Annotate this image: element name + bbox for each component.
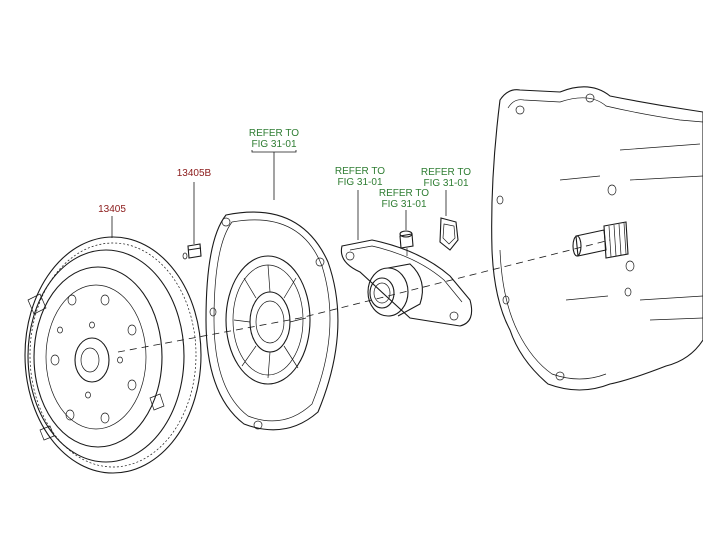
retaining-clip-reference-line2: FIG 31-01 bbox=[423, 178, 468, 189]
fork-pivot-reference-line1: REFER TO bbox=[379, 188, 429, 199]
assembly-axis bbox=[117, 239, 611, 353]
flywheel[interactable] bbox=[24, 236, 202, 474]
release-fork-reference-line2: FIG 31-01 bbox=[337, 177, 382, 188]
fork-pivot[interactable] bbox=[399, 230, 414, 256]
fork-pivot-reference-line2: FIG 31-01 bbox=[381, 199, 426, 210]
input-shaft[interactable] bbox=[572, 221, 629, 259]
flywheel-part-number: 13405 bbox=[98, 204, 126, 215]
flywheel-bolt[interactable] bbox=[182, 243, 202, 260]
pressure-plate-leader bbox=[251, 150, 297, 200]
release-fork[interactable] bbox=[340, 239, 473, 327]
flywheel-bolt-part-number: 13405B bbox=[177, 168, 212, 179]
pressure-plate[interactable] bbox=[205, 211, 339, 431]
transmission-case[interactable] bbox=[491, 86, 703, 391]
release-bearing[interactable] bbox=[367, 263, 423, 317]
retaining-clip-reference-line1: REFER TO bbox=[421, 167, 471, 178]
pressure-plate-reference-line2: FIG 31-01 bbox=[251, 139, 296, 150]
retaining-clip[interactable] bbox=[439, 217, 459, 251]
release-fork-reference-line1: REFER TO bbox=[335, 166, 385, 177]
pressure-plate-reference-line1: REFER TO bbox=[249, 128, 299, 139]
